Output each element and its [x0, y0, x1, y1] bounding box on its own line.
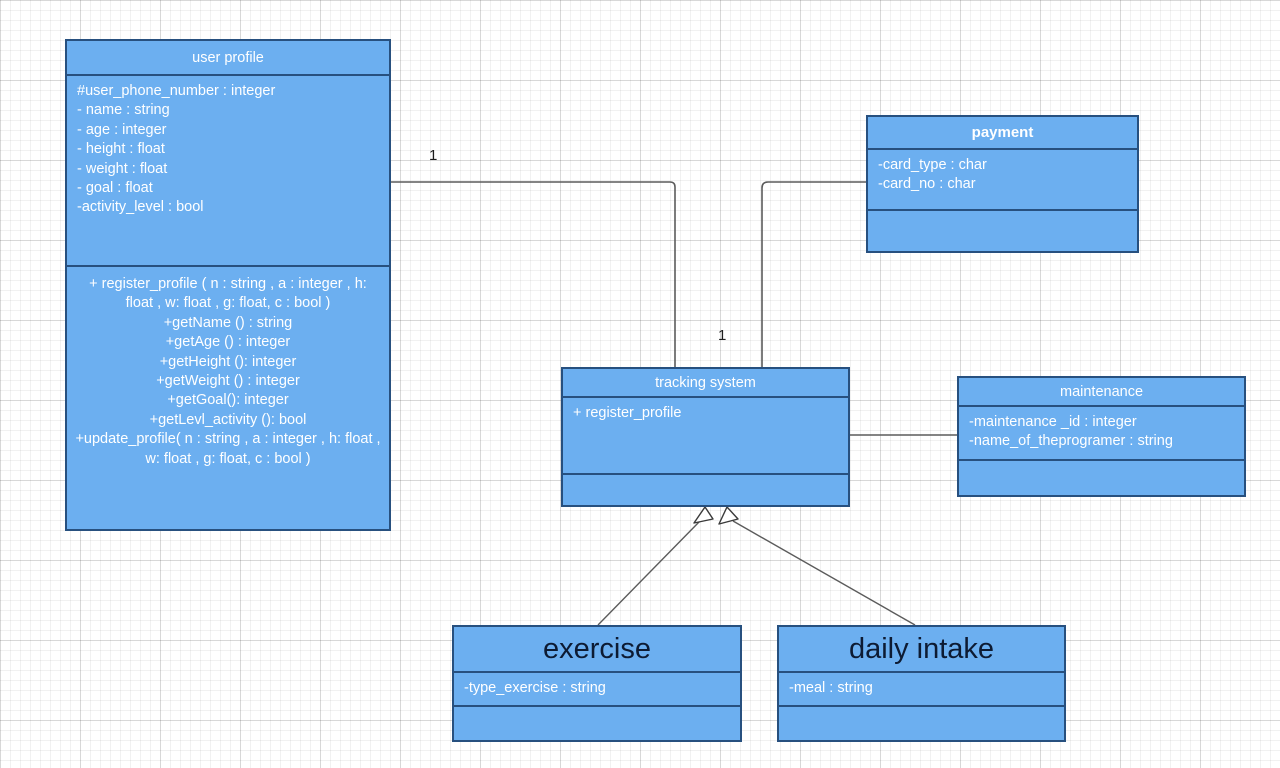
edge-exercise-tracking-system-arrowhead	[693, 506, 714, 524]
class-title-user-profile: user profile	[67, 41, 389, 76]
attribute-row: -activity_level : bool	[77, 199, 204, 216]
class-title-exercise: exercise	[454, 627, 740, 673]
attribute-row: - age : integer	[77, 121, 167, 138]
class-operations-payment	[868, 211, 1137, 251]
attribute-row: + register_profile	[573, 405, 682, 421]
attribute-row: -maintenance _id : integer	[969, 414, 1137, 430]
class-operations-daily-intake	[779, 707, 1064, 740]
class-operations-maintenance	[959, 461, 1244, 495]
edge-daily-intake-tracking-system-arrowhead	[718, 506, 739, 525]
operation-row: +getHeight (): integer	[159, 353, 297, 370]
attribute-row: -name_of_theprogramer : string	[969, 433, 1173, 450]
class-title-daily-intake: daily intake	[779, 627, 1064, 673]
class-box-daily-intake[interactable]: daily intake -meal : string	[777, 625, 1066, 742]
multiplicity-label-tracking-system: 1	[718, 327, 727, 344]
operation-row: +getName () : string	[163, 314, 293, 331]
multiplicity-label-user-profile: 1	[429, 147, 438, 164]
edge-daily-intake-tracking-system-line	[732, 520, 916, 626]
edge-user-profile-tracking-system	[391, 181, 676, 367]
operation-row: +getGoal(): integer	[167, 392, 289, 409]
operation-row: +getLevl_activity (): bool	[149, 411, 307, 428]
class-box-tracking-system[interactable]: tracking system + register_profile	[561, 367, 850, 507]
class-box-maintenance[interactable]: maintenance -maintenance _id : integer -…	[957, 376, 1246, 497]
attribute-row: - goal : float	[77, 180, 153, 197]
attribute-row: -meal : string	[789, 680, 873, 696]
class-attributes-payment: -card_type : char -card_no : char	[868, 150, 1137, 211]
operation-row: +getAge () : integer	[165, 334, 291, 351]
attribute-row: -card_type : char	[878, 157, 987, 173]
operation-row: +getWeight () : integer	[156, 373, 300, 390]
attribute-row: #user_phone_number : integer	[77, 83, 276, 99]
class-attributes-tracking-system: + register_profile	[563, 398, 848, 475]
class-attributes-user-profile: #user_phone_number : integer - name : st…	[67, 76, 389, 267]
class-title-payment: payment	[868, 117, 1137, 150]
edge-payment-tracking-system	[761, 181, 866, 367]
attribute-row: - weight : float	[77, 160, 168, 177]
class-attributes-maintenance: -maintenance _id : integer -name_of_thep…	[959, 407, 1244, 461]
class-attributes-exercise: -type_exercise : string	[454, 673, 740, 707]
attribute-row: -card_no : char	[878, 176, 976, 193]
class-operations-tracking-system	[563, 475, 848, 505]
class-box-exercise[interactable]: exercise -type_exercise : string	[452, 625, 742, 742]
class-operations-user-profile: + register_profile ( n : string , a : in…	[67, 267, 389, 529]
attribute-row: - height : float	[77, 141, 165, 158]
attribute-row: -type_exercise : string	[464, 680, 606, 696]
class-title-tracking-system: tracking system	[563, 369, 848, 398]
operation-row: + register_profile ( n : string , a : in…	[89, 276, 367, 312]
class-operations-exercise	[454, 707, 740, 740]
attribute-row: - name : string	[77, 102, 170, 119]
operation-row: +update_profile( n : string , a : intege…	[75, 431, 381, 467]
class-box-payment[interactable]: payment -card_type : char -card_no : cha…	[866, 115, 1139, 253]
class-attributes-daily-intake: -meal : string	[779, 673, 1064, 707]
class-box-user-profile[interactable]: user profile #user_phone_number : intege…	[65, 39, 391, 531]
edge-exercise-tracking-system-line	[597, 520, 701, 626]
class-title-maintenance: maintenance	[959, 378, 1244, 407]
